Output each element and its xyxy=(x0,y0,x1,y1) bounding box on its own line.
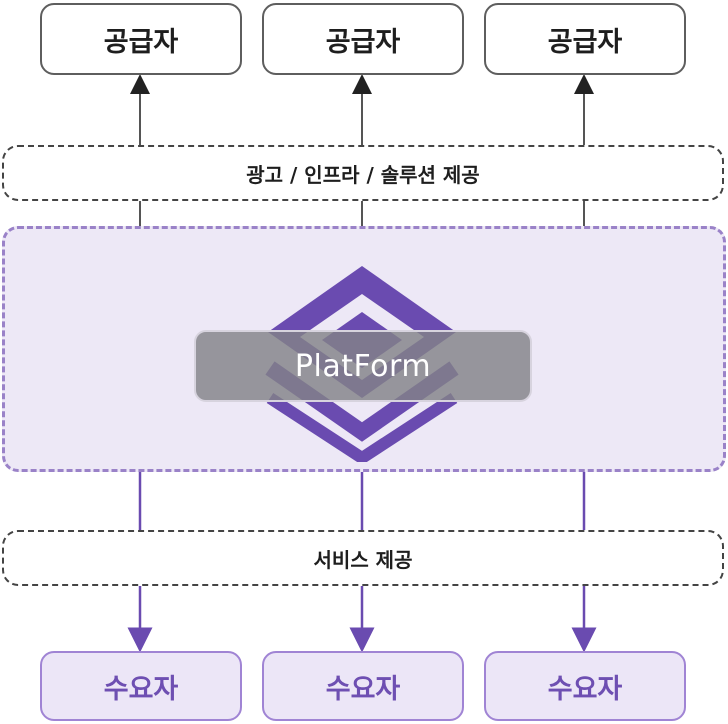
platform-label: PlatForm xyxy=(294,348,432,384)
supplier-label: 공급자 xyxy=(103,26,179,58)
consumer-box-3: 수요자 xyxy=(484,651,686,721)
provision-band-label: 광고 / 인프라 / 솔루션 제공 xyxy=(246,162,480,187)
service-band-label: 서비스 제공 xyxy=(313,547,413,572)
platform-label-box: PlatForm xyxy=(194,330,532,402)
consumer-box-1: 수요자 xyxy=(40,651,242,721)
supplier-box-2: 공급자 xyxy=(262,3,464,75)
supplier-box-1: 공급자 xyxy=(40,3,242,75)
consumer-label: 수요자 xyxy=(103,673,179,705)
provision-band-top: 광고 / 인프라 / 솔루션 제공 xyxy=(2,145,724,201)
provision-band-bottom: 서비스 제공 xyxy=(2,530,724,586)
consumer-label: 수요자 xyxy=(547,673,623,705)
supplier-box-3: 공급자 xyxy=(484,3,686,75)
supplier-label: 공급자 xyxy=(325,26,401,58)
consumer-label: 수요자 xyxy=(325,673,401,705)
supplier-label: 공급자 xyxy=(547,26,623,58)
consumer-box-2: 수요자 xyxy=(262,651,464,721)
